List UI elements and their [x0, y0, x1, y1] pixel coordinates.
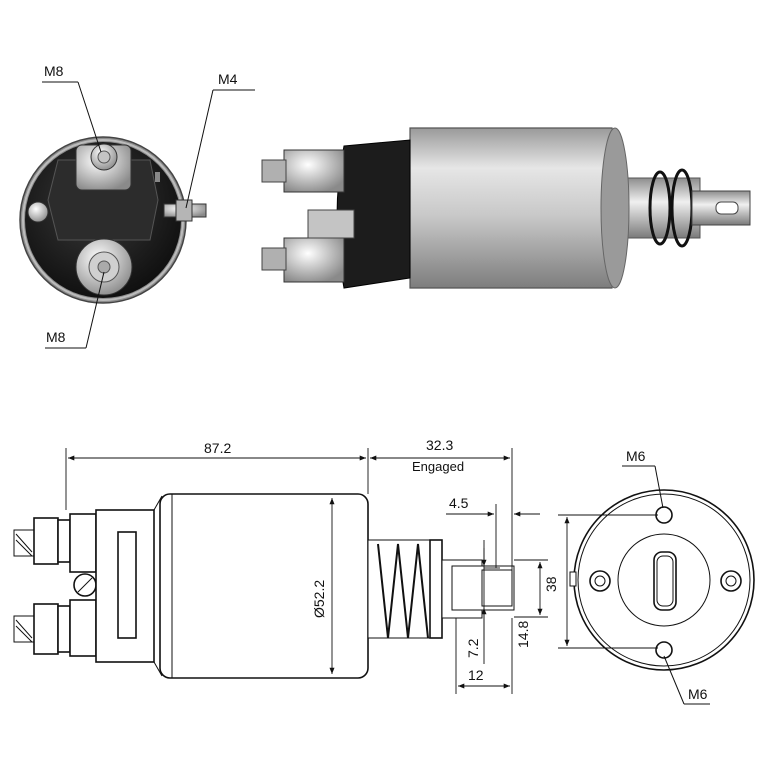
- dim-body-length: 87.2: [204, 440, 231, 456]
- side-view-photo: [261, 127, 751, 289]
- label-bottom-terminal: M8: [46, 329, 66, 345]
- dim-slot-width: 7.2: [465, 638, 481, 658]
- label-side-terminal: M4: [218, 71, 238, 87]
- dim-mount-spacing: 38: [543, 576, 559, 592]
- photo-label-leaders: [42, 81, 255, 349]
- label-mount-hole-top: M6: [626, 448, 646, 464]
- dimension-lines-side: [65, 448, 548, 694]
- label-top-terminal: M8: [44, 63, 64, 79]
- side-view-drawing: [13, 493, 515, 679]
- front-view-drawing: [569, 489, 755, 671]
- dim-plunger-travel: 32.3: [426, 437, 453, 453]
- end-view-photo: [19, 136, 207, 304]
- dim-tip-length: 12: [468, 667, 484, 683]
- dim-diameter: Ø52.2: [311, 580, 327, 618]
- dim-tip-offset: 4.5: [449, 495, 469, 511]
- dim-engaged-note: Engaged: [412, 459, 464, 474]
- label-mount-hole-bottom: M6: [688, 686, 708, 702]
- dim-shaft-width: 14.8: [515, 621, 531, 648]
- dimension-lines-front: [558, 465, 710, 705]
